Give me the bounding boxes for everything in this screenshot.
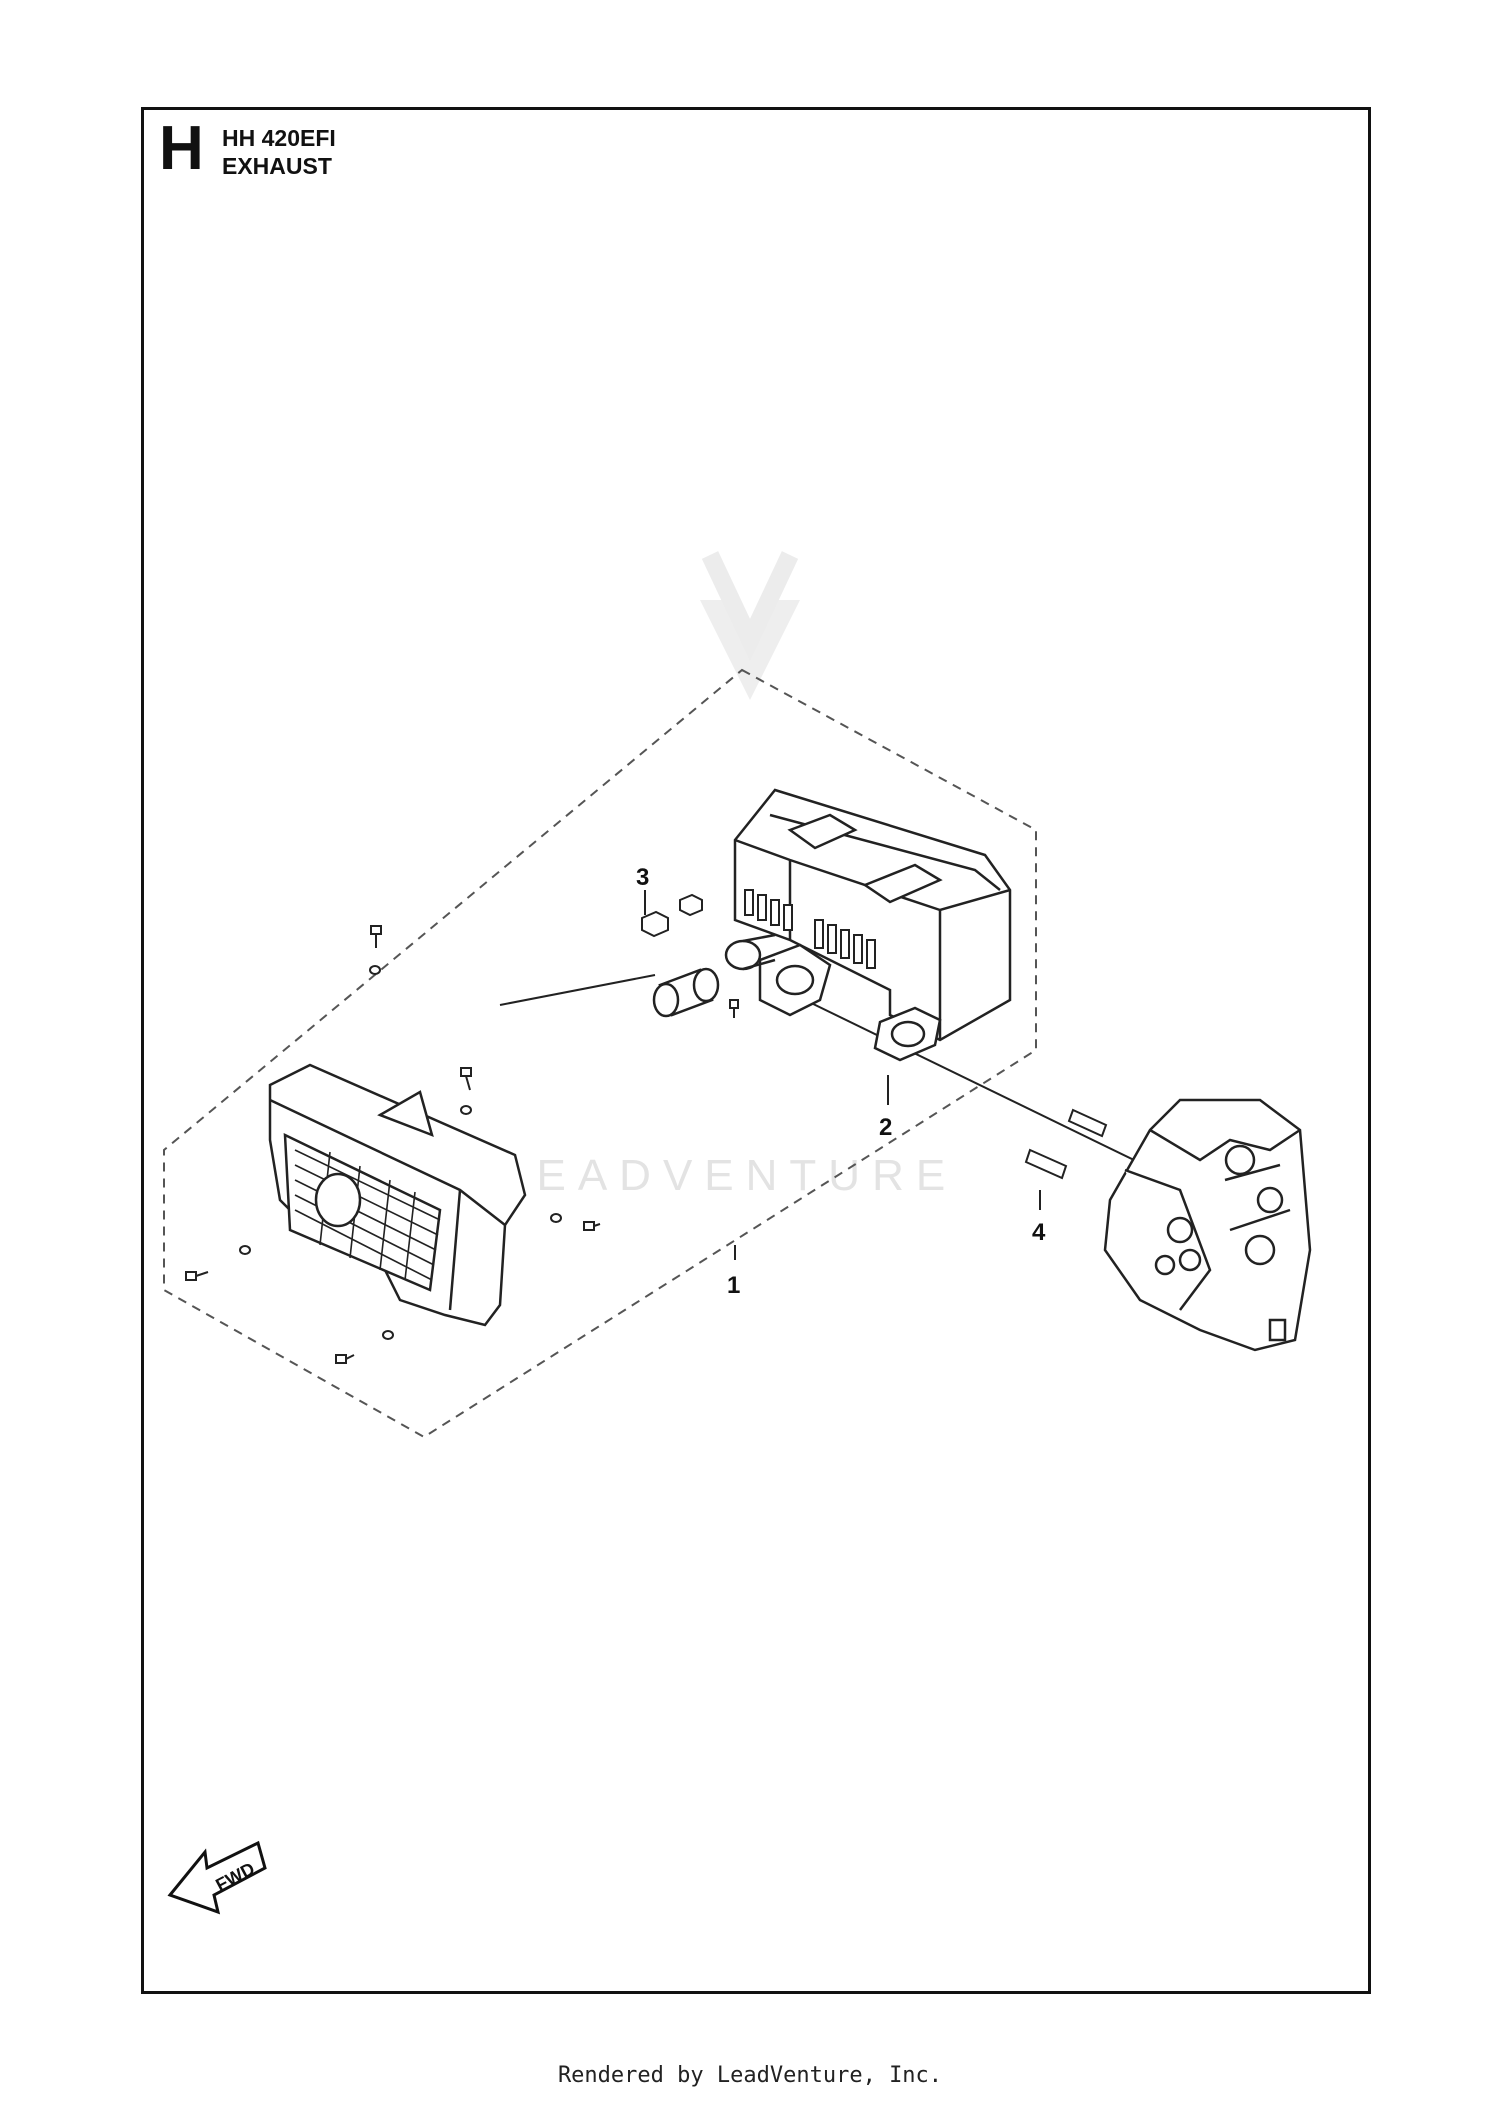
section-letter: H: [159, 114, 204, 183]
model-title: HH 420EFI: [222, 125, 336, 151]
screws: [185, 925, 739, 1364]
tailpipe-tube: [652, 967, 720, 1018]
assembly-title: EXHAUST: [222, 153, 332, 179]
callout-1: 1: [727, 1272, 740, 1299]
stud: [1024, 1108, 1108, 1180]
fwd-arrow: FWD: [167, 1840, 267, 1915]
callout-4: 4: [1032, 1219, 1046, 1246]
leader-lines: [499, 890, 1176, 1260]
callout-3: 3: [636, 864, 649, 891]
callout-2: 2: [879, 1114, 892, 1141]
cylinder-head: [1103, 1098, 1312, 1352]
muffler: [724, 788, 1012, 1042]
watermark: LEADVENTURE: [500, 551, 957, 1200]
watermark-text: LEADVENTURE: [500, 1151, 957, 1200]
heat-shield: [268, 1063, 527, 1327]
diagram-frame: [141, 107, 1371, 1994]
assembly-boundary: [163, 668, 1037, 1439]
nut: [641, 893, 703, 938]
gasket: [873, 1006, 942, 1062]
footer-credit: Rendered by LeadVenture, Inc.: [557, 2063, 943, 2088]
